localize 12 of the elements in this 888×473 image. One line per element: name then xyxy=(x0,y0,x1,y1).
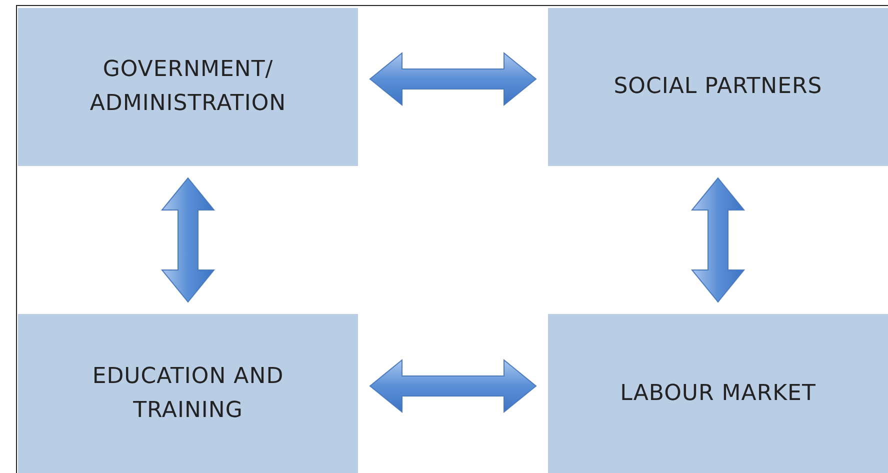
box-label: GOVERNMENT/ ADMINISTRATION xyxy=(88,56,288,118)
double-arrow xyxy=(369,358,537,414)
box-label: SOCIAL PARTNERS xyxy=(614,73,822,101)
box-label: EDUCATION AND TRAINING xyxy=(91,363,285,425)
process-box xyxy=(18,8,358,166)
process-box xyxy=(548,314,888,473)
double-arrow xyxy=(369,52,537,106)
double-arrow xyxy=(160,177,216,303)
double-arrow xyxy=(690,177,746,303)
process-box xyxy=(548,8,888,166)
box-label: LABOUR MARKET xyxy=(620,380,816,408)
process-box xyxy=(18,314,358,473)
